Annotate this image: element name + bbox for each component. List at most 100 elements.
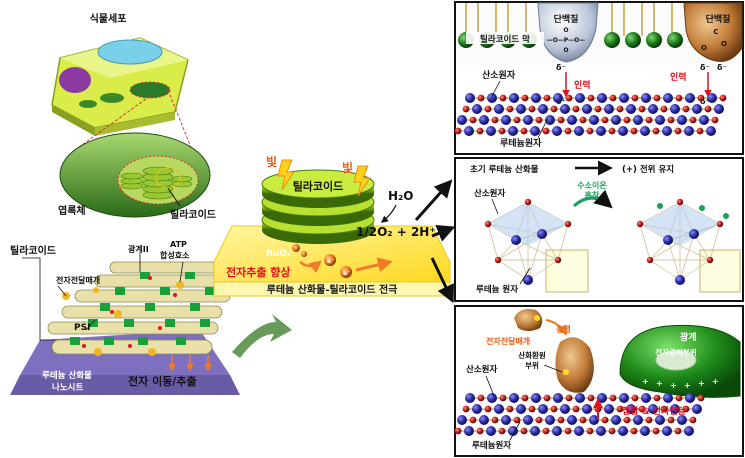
ruthenium-atom [487, 393, 497, 403]
oxygen-atom [653, 394, 661, 402]
light-label: 빛 [342, 160, 353, 175]
ruthenium-atom [684, 426, 694, 436]
ruthenium-atom [619, 393, 629, 403]
svg-text:+: + [698, 379, 705, 388]
oxygen-atom [586, 127, 594, 135]
oxygen-atom [572, 405, 580, 413]
oxygen-atom [609, 394, 617, 402]
arrow-to-mid-panel [431, 224, 456, 242]
electron-transfer-label: 전자 이동/추출 [128, 374, 197, 388]
oxygen-atom [601, 116, 609, 124]
svg-text:+: + [712, 377, 719, 386]
oxygen-atom [674, 427, 682, 435]
nanosheet-label-2: 나노시트 [52, 382, 83, 393]
ruthenium-atom [648, 404, 658, 414]
ruthenium-atom [464, 426, 474, 436]
center-thylakoid-label: 틸라코이드 [293, 179, 344, 193]
electron-dots [82, 276, 177, 348]
ruthenium-atom [511, 235, 521, 245]
oxygen-atom [674, 127, 682, 135]
ruthenium-atom [567, 415, 577, 425]
oxygen-atom [543, 94, 551, 102]
initial-ruo2-label: 초기 루테늄 산화물 [470, 164, 539, 175]
oxygen-atom [462, 405, 470, 413]
thylakoid-label: 틸라코이드 [170, 208, 216, 221]
ruthenium-label: 루테늄원자 [472, 440, 511, 451]
oxygen-atom [498, 427, 506, 435]
oxygen-pointer [485, 375, 495, 397]
process-arrow [232, 314, 292, 358]
redox-pointer [543, 364, 563, 373]
ruthenium-pointer [509, 421, 521, 441]
ruthenium-atom [465, 93, 475, 103]
acceptor-label: 전자공여부위 [655, 347, 696, 357]
ruthenium-atom [699, 115, 709, 125]
hydrogen-ion [657, 203, 663, 209]
ruthenium-atom [685, 93, 695, 103]
ruthenium-atom [596, 126, 606, 136]
oxygen-atom [646, 256, 654, 264]
oxygen-atom [454, 127, 462, 135]
ruthenium-atom [589, 115, 599, 125]
oxygen-atom [572, 105, 580, 113]
ruthenium-pointer [537, 117, 549, 139]
arrow-to-top-panel [414, 179, 453, 222]
oxygen-atom [491, 116, 499, 124]
oxygen-atom [711, 116, 719, 124]
oxygen-atom [557, 116, 565, 124]
oxygen-atom [469, 416, 477, 424]
ruthenium-atom [692, 104, 702, 114]
ruthenium-atom [689, 229, 699, 239]
protein-complexes [70, 272, 215, 345]
oxygen-atom [521, 394, 529, 402]
hydrogen-ion [723, 213, 729, 219]
ruthenium-atom [538, 104, 548, 114]
oxygen-atom [586, 427, 594, 435]
oxygen-atom [513, 416, 521, 424]
svg-text:+: + [684, 381, 691, 390]
oxygen-atom [565, 94, 573, 102]
oxygen-atom [477, 394, 485, 402]
ruthenium-atom [574, 126, 584, 136]
atp-label: ATP [170, 240, 187, 249]
oxygen-atom [594, 105, 602, 113]
contact-transfer-label: 접합 & 전자전달 [622, 405, 687, 417]
oxygen-atom [494, 256, 502, 264]
oxygen-atom [719, 94, 727, 102]
ruthenium-atom [596, 426, 606, 436]
oxygen-label: 산소원자 [466, 364, 497, 375]
thylakoid-membranes [47, 261, 241, 355]
maintain-potential-label: (+) 전위 유지 [622, 164, 674, 175]
oxygen-atom [469, 116, 477, 124]
ruthenium-atom [501, 115, 511, 125]
electron-symbol: e⁻ [343, 270, 350, 277]
psi-label: PSI [74, 323, 90, 333]
oxygen-atom [630, 427, 638, 435]
ruthenium-atom [582, 404, 592, 414]
light-bolt [277, 159, 295, 191]
oxygen-atom [675, 394, 683, 402]
ruthenium-atom [560, 104, 570, 114]
ruthenium-atom [575, 93, 585, 103]
oxygen-atom [697, 94, 705, 102]
h2o-label: H₂O [388, 189, 414, 203]
enhance-label: 전자추출 향상 [226, 265, 291, 279]
ruthenium-atom [633, 415, 643, 425]
ruthenium-atom [553, 93, 563, 103]
oxygen-atom [579, 416, 587, 424]
oxygen-atom [484, 105, 492, 113]
arrow-to-bottom-panel [430, 257, 454, 304]
etc-label: 전자전달매개 [56, 275, 100, 285]
oxygen-atom [587, 394, 595, 402]
ruthenium-atom [626, 104, 636, 114]
oxygen-atom [550, 105, 558, 113]
ruthenium-atom [706, 126, 716, 136]
oxygen-atom [623, 116, 631, 124]
oxygen-atom [716, 220, 724, 228]
ruthenium-atom [509, 393, 519, 403]
ruthenium-atom [552, 126, 562, 136]
ruthenium-atom [619, 93, 629, 103]
svg-text:+: + [656, 379, 663, 388]
oxygen-atom [616, 105, 624, 113]
